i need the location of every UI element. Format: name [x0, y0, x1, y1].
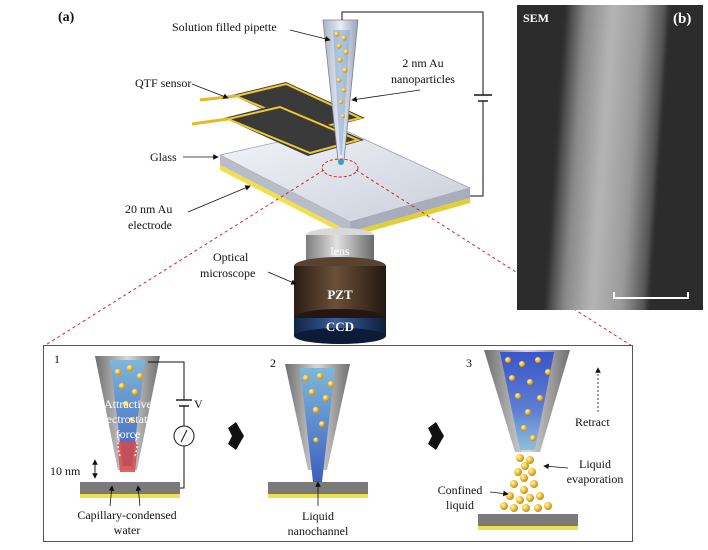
- step1-voltage: V: [194, 397, 203, 411]
- step2-number: 2: [270, 356, 276, 370]
- step3-diagram: [478, 350, 601, 530]
- zoom-line-right: [355, 169, 633, 347]
- nanowire-strip: [545, 5, 669, 310]
- step1-number: 1: [54, 352, 60, 366]
- label-electrode-2: electrode: [128, 218, 172, 232]
- step1-force-1: Attractive: [104, 397, 152, 411]
- step3-retract: Retract: [575, 415, 610, 429]
- label-lens: lens: [330, 244, 350, 258]
- chevron-arrow-2: [428, 422, 444, 450]
- pipette: [322, 19, 359, 165]
- sem-image: SEM (b): [517, 5, 703, 310]
- scale-bar-tick-right: [687, 292, 689, 299]
- step1-diagram: [80, 356, 195, 507]
- step2-channel-2: nanochannel: [287, 524, 349, 538]
- panel-a-tag: (a): [58, 10, 75, 25]
- chevron-arrow-1: [228, 422, 244, 450]
- zoom-line-left: [43, 169, 325, 347]
- process-steps-box: [43, 345, 633, 542]
- label-optical-1: Optical: [213, 250, 249, 264]
- sem-label: SEM: [523, 11, 550, 25]
- scale-bar-tick-left: [613, 292, 615, 299]
- microscope-stack: [294, 228, 386, 344]
- step3-confined-2: liquid: [445, 498, 474, 512]
- step2-channel-1: Liquid: [302, 509, 334, 523]
- step1-water-1: Capillary-condensed: [77, 508, 177, 522]
- step3-confined-1: Confined: [437, 483, 483, 497]
- step3-number: 3: [466, 356, 472, 370]
- glass-plate: [218, 127, 472, 237]
- label-glass: Glass: [150, 150, 177, 164]
- step1-force-2: electrostatic: [98, 412, 156, 426]
- scale-bar: [613, 297, 689, 299]
- qtf-sensor: [191, 82, 365, 156]
- step3-evap-1: Liquid: [579, 457, 611, 471]
- step1-force-3: force: [115, 427, 141, 441]
- focus-region: [321, 158, 359, 178]
- step1-gap: 10 nm: [50, 464, 81, 478]
- panel-b-tag: (b): [673, 11, 692, 27]
- step1-water-2: water: [113, 523, 141, 537]
- step3-evap-2: evaporation: [566, 472, 624, 486]
- label-au-np-1: 2 nm Au: [402, 56, 444, 70]
- step2-diagram: [268, 364, 368, 506]
- circuit-wire: [341, 11, 492, 197]
- label-ccd: CCD: [325, 319, 355, 334]
- label-optical-2: microscope: [200, 266, 256, 280]
- label-au-np-2: nanoparticles: [391, 72, 455, 86]
- label-pipette: Solution filled pipette: [172, 20, 277, 34]
- label-pzt: PZT: [327, 287, 353, 302]
- label-qtf: QTF sensor: [135, 76, 192, 90]
- label-electrode-1: 20 nm Au: [125, 202, 173, 216]
